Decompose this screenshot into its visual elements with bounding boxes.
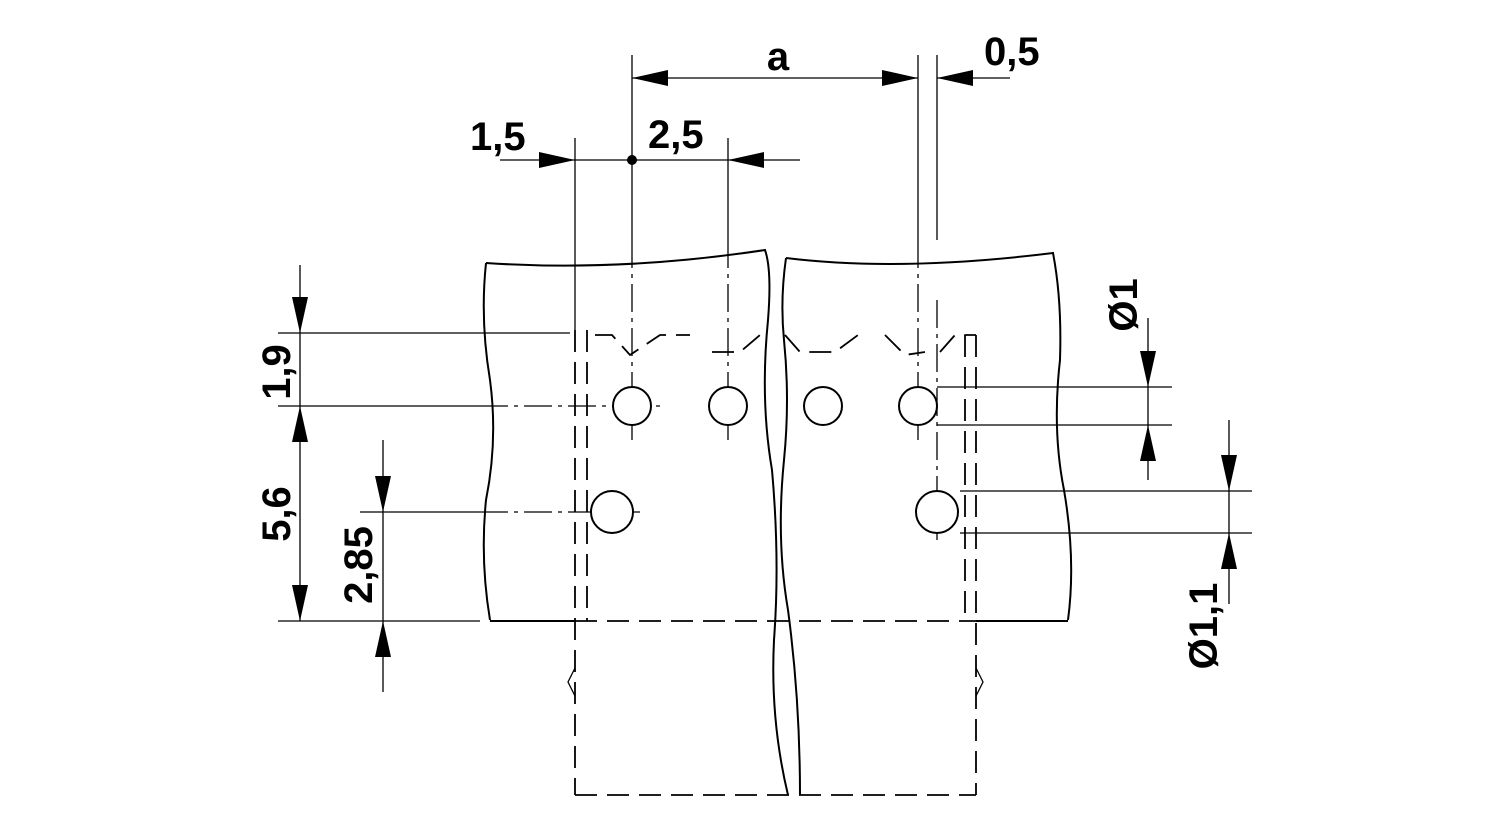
arrow-56-top (292, 406, 308, 442)
locating-hole-left (590, 490, 634, 534)
hidden-clip-profile (595, 334, 976, 357)
arrow-a-left (632, 70, 668, 86)
label-2-85: 2,85 (337, 526, 381, 604)
arrow-285-bottom (375, 621, 391, 657)
locating-hole-right (915, 490, 959, 534)
housing-left-outline (485, 248, 789, 796)
label-d1-1: Ø1,1 (1182, 583, 1226, 670)
label-5-6: 5,6 (255, 486, 299, 542)
arrow-56-bottom (292, 585, 308, 621)
label-1-5: 1,5 (470, 115, 526, 159)
housing-right-inner-edge (779, 257, 801, 796)
label-d1: Ø1 (1102, 278, 1146, 331)
reference-dot (627, 155, 637, 165)
arrow-05 (937, 70, 973, 86)
arrow-25 (728, 152, 764, 168)
arrow-d1-bottom (1140, 425, 1156, 461)
pin-hole-4 (898, 386, 938, 426)
label-0-5: 0,5 (984, 30, 1040, 74)
arrow-d1-top (1140, 351, 1156, 387)
housing-right-outline (785, 251, 1073, 621)
arrow-285-top (375, 476, 391, 512)
label-1-9: 1,9 (255, 344, 299, 400)
arrow-a-right (882, 70, 918, 86)
housing-left-side (482, 262, 495, 621)
arrow-19-top (292, 297, 308, 333)
pin-hole-3 (803, 386, 843, 426)
pin-hole-1 (612, 386, 652, 426)
arrow-d11-top (1221, 455, 1237, 491)
arrow-15 (539, 152, 575, 168)
foot-notch-left (567, 667, 576, 697)
label-a: a (767, 35, 790, 79)
label-2-5: 2,5 (648, 113, 704, 157)
pin-hole-2 (708, 386, 748, 426)
arrow-d11-bottom (1221, 533, 1237, 569)
foot-notch-right (975, 667, 984, 697)
